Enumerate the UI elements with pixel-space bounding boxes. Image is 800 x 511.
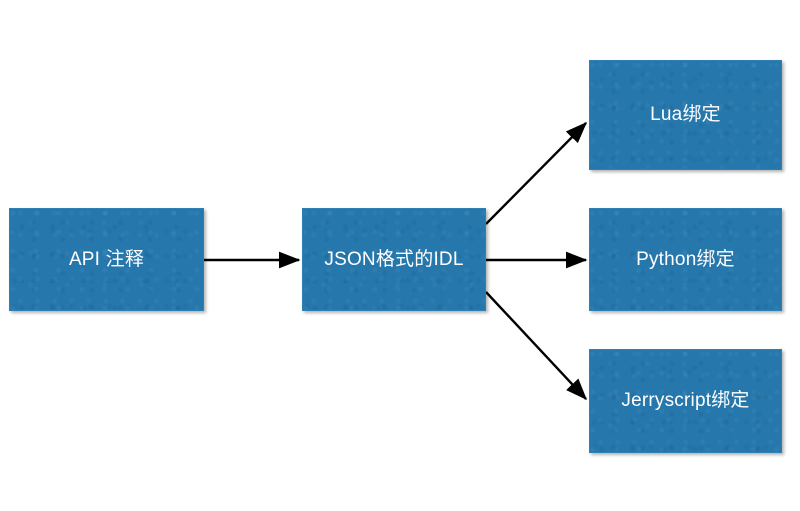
node-label: API 注释 bbox=[68, 248, 145, 270]
edge-idl-to-jerry bbox=[485, 291, 587, 401]
node-label: Python绑定 bbox=[636, 248, 735, 270]
node-lua-binding[interactable]: Lua绑定 bbox=[589, 60, 782, 170]
node-label: Lua绑定 bbox=[650, 104, 721, 126]
node-json-idl[interactable]: JSON格式的IDL bbox=[302, 208, 486, 311]
node-label: JSON格式的IDL bbox=[324, 248, 464, 270]
node-jerryscript-binding[interactable]: Jerryscript绑定 bbox=[589, 349, 782, 453]
edge-idl-to-lua bbox=[485, 121, 588, 225]
node-label: Jerryscript绑定 bbox=[621, 390, 750, 412]
node-python-binding[interactable]: Python绑定 bbox=[589, 208, 782, 311]
node-api-annotation[interactable]: API 注释 bbox=[9, 208, 204, 311]
